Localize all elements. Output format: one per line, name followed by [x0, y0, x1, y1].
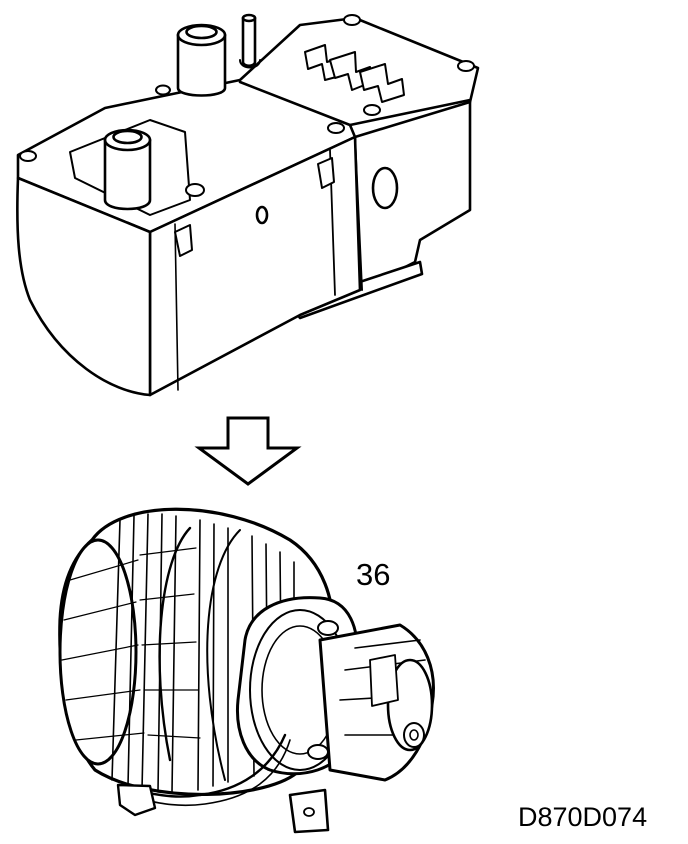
down-arrow-icon — [194, 416, 302, 486]
heater-unit — [16, 13, 480, 397]
part-number-label: 36 — [356, 557, 390, 592]
blower-fan-motor — [58, 507, 435, 834]
figure-code: D870D074 — [518, 802, 647, 832]
